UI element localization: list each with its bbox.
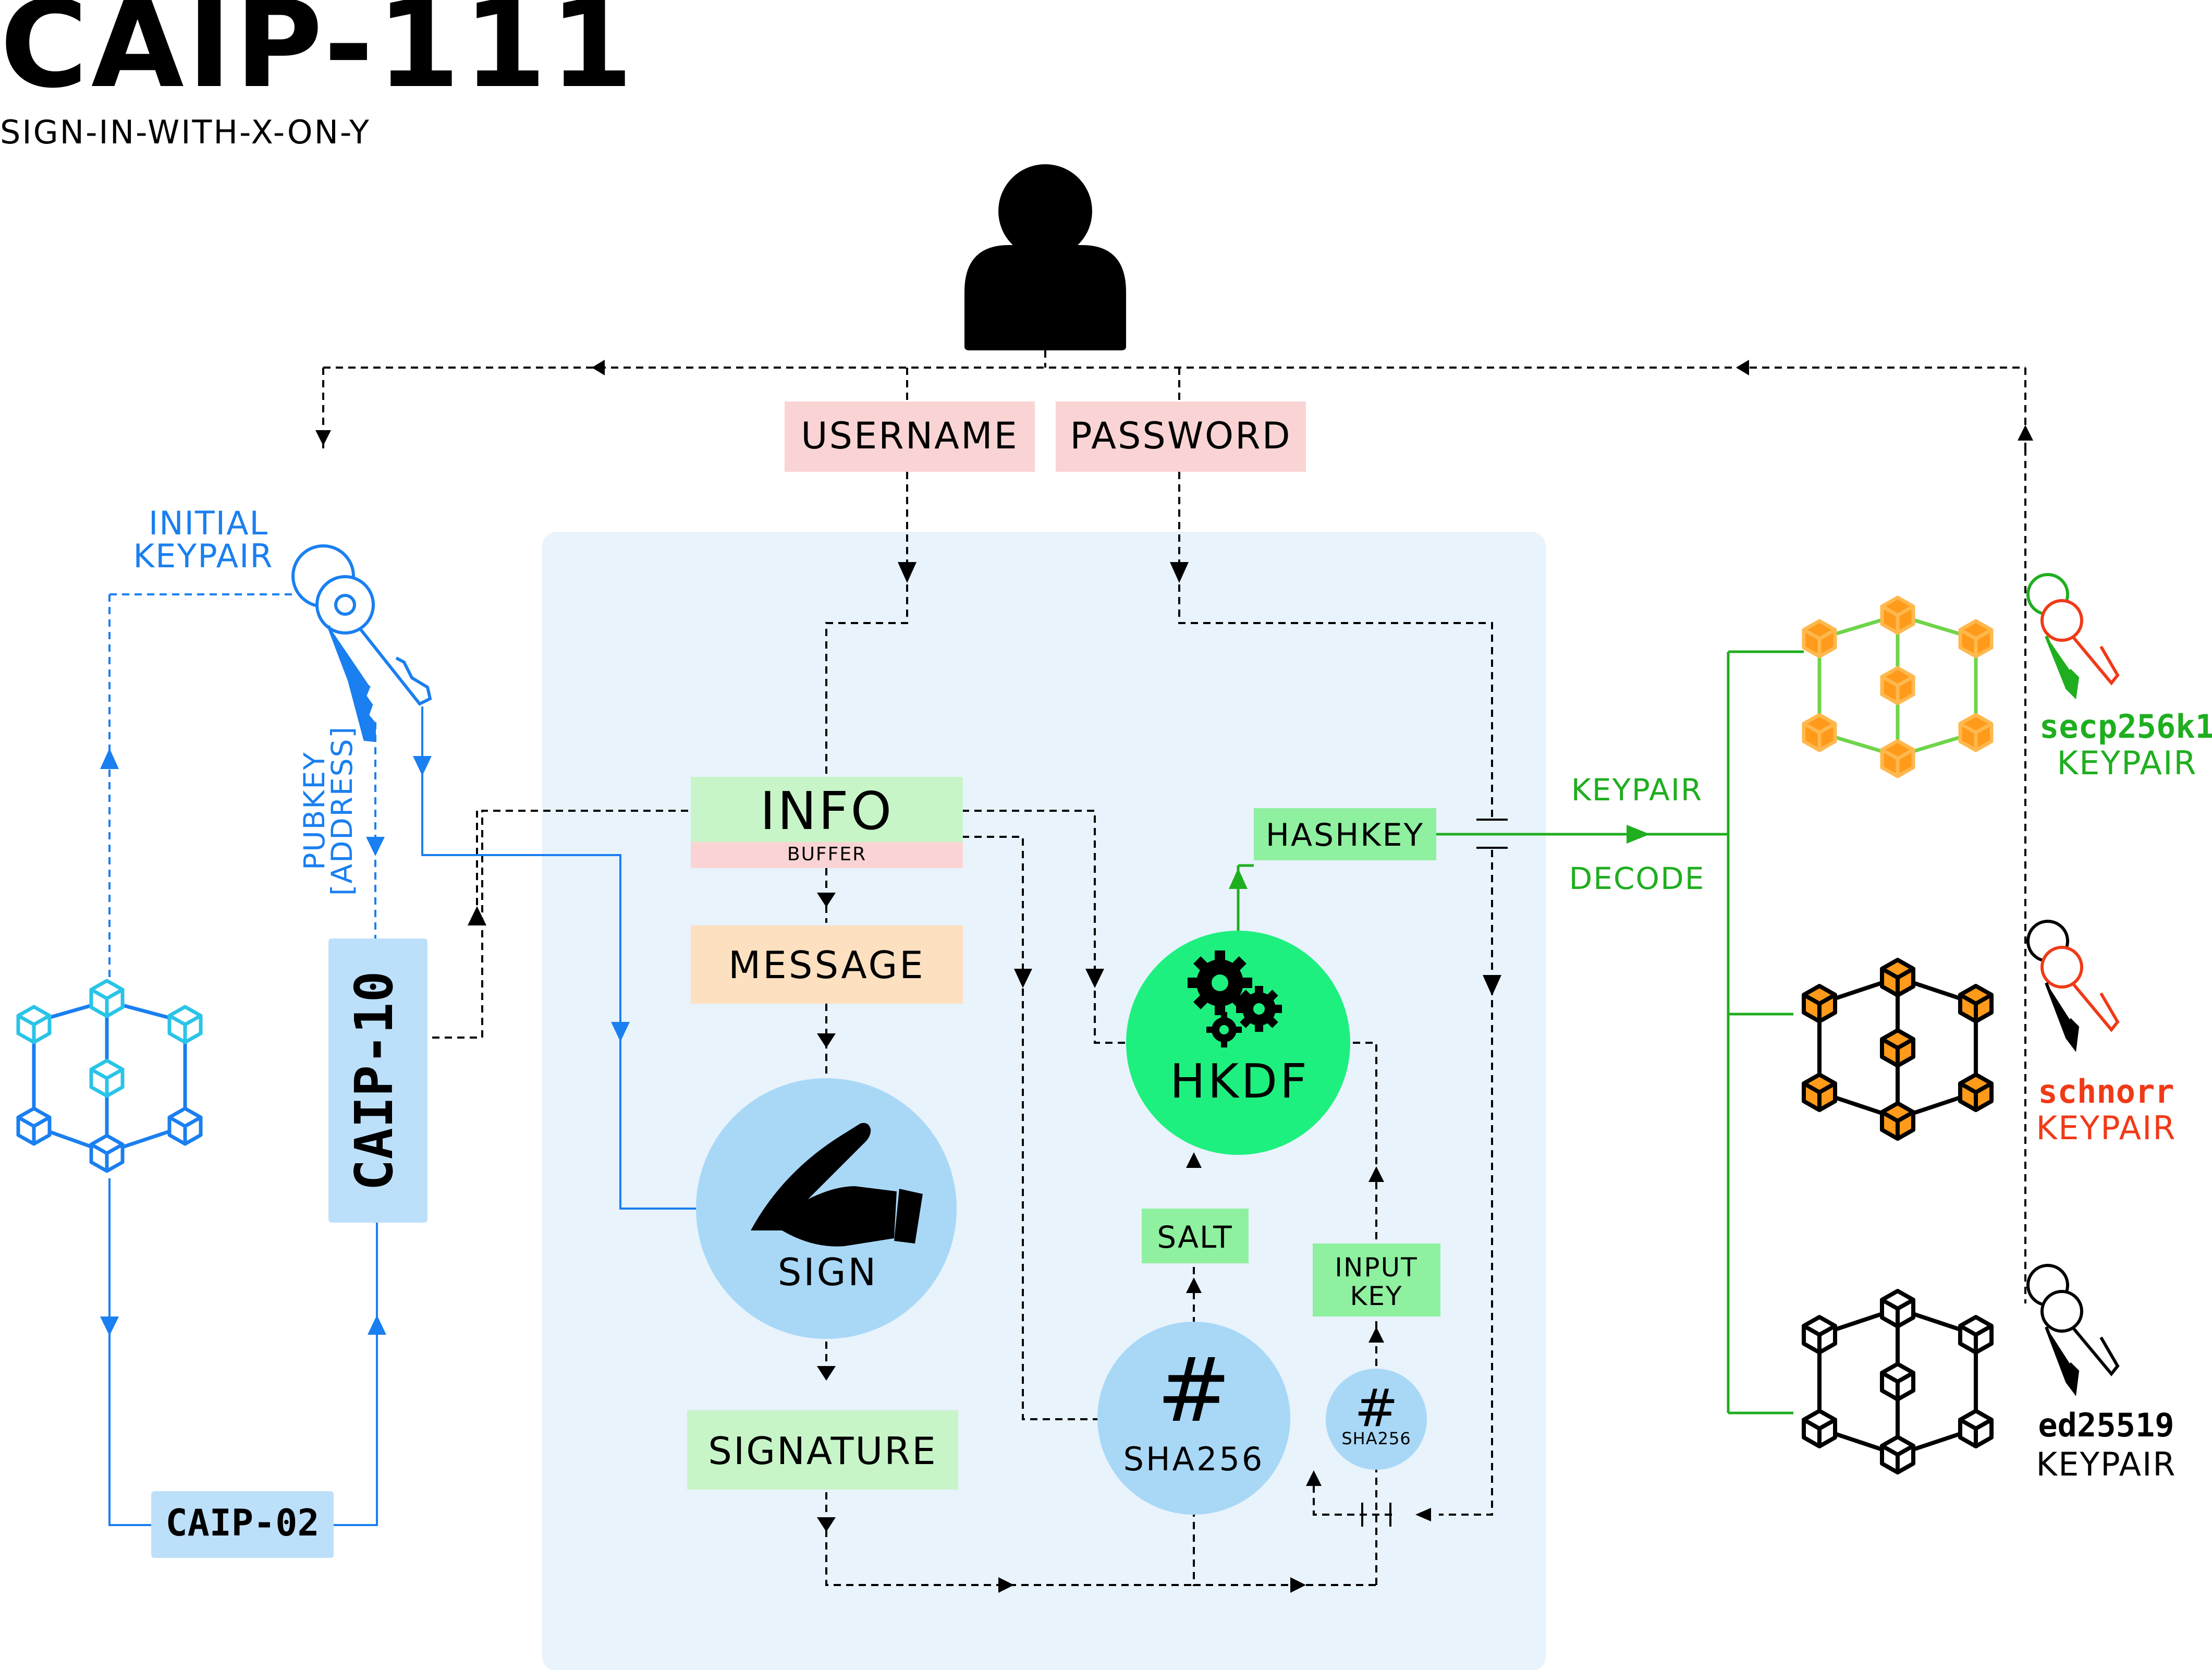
gap-symbols <box>1361 819 1508 1527</box>
green-connectors <box>1237 650 1804 1415</box>
caip02-label: CAIP-02 <box>165 1502 319 1544</box>
caip10-label: CAIP-10 <box>344 971 405 1190</box>
secp-label-2: KEYPAIR <box>2057 744 2197 782</box>
pen-hand-icon <box>751 1123 923 1247</box>
hashkey-label: HASHKEY <box>1266 817 1424 854</box>
input-key-label-2: KEY <box>1350 1281 1403 1311</box>
secp-label-1: secp256k1 <box>2039 708 2212 746</box>
pubkey-label-2: [ADDRESS] <box>325 726 359 896</box>
blockchain-icon-secp <box>1804 598 1991 776</box>
sha256-small-node: # SHA256 <box>1326 1369 1427 1470</box>
blockchain-icon-cyan <box>18 981 201 1171</box>
message-label: MESSAGE <box>728 943 925 987</box>
info-box: INFO BUFFER <box>691 777 963 868</box>
sha256-large-label: SHA256 <box>1123 1440 1265 1478</box>
page-title: CAIP-111 <box>0 0 636 115</box>
initial-keypair-label-2: KEYPAIR <box>133 537 274 575</box>
ed25519-label-2: KEYPAIR <box>2036 1445 2177 1483</box>
info-label: INFO <box>760 781 894 842</box>
user-icon <box>964 164 1126 350</box>
message-box: MESSAGE <box>691 925 963 1004</box>
initial-key-icon <box>291 544 432 742</box>
gears-icon <box>1188 950 1282 1047</box>
process-panel <box>542 532 1546 1670</box>
secp-key-icon <box>2026 573 2120 700</box>
input-key-box: INPUT KEY <box>1313 1244 1440 1317</box>
pubkey-label-1: PUBKEY <box>298 751 331 870</box>
sha256-small-hash-icon: # <box>1354 1378 1398 1439</box>
salt-label: SALT <box>1157 1220 1232 1255</box>
sha256-large-node: # SHA256 <box>1097 1322 1290 1515</box>
blockchain-icon-schnorr <box>1804 960 1991 1139</box>
password-label: PASSWORD <box>1070 415 1291 457</box>
initial-keypair-label-1: INITIAL <box>149 504 268 542</box>
sign-node: SIGN <box>696 1078 957 1339</box>
blue-connectors <box>108 593 699 1526</box>
hkdf-label: HKDF <box>1170 1054 1310 1109</box>
page-subtitle: SIGN-IN-WITH-X-ON-Y <box>0 113 371 151</box>
buffer-label: BUFFER <box>787 844 866 865</box>
green-arrowheads <box>1229 825 1650 889</box>
schnorr-label-2: KEYPAIR <box>2036 1109 2177 1147</box>
arrowheads <box>315 360 2033 1593</box>
blockchain-icon-ed25519 <box>1804 1291 1991 1472</box>
signature-box: SIGNATURE <box>687 1410 958 1490</box>
caip02-box[interactable]: CAIP-02 <box>151 1491 334 1558</box>
ed25519-label-1: ed25519 <box>2038 1406 2174 1444</box>
hashkey-box: HASHKEY <box>1254 808 1436 860</box>
blue-arrowheads <box>100 748 630 1336</box>
sign-label: SIGN <box>778 1250 878 1294</box>
username-label: USERNAME <box>801 415 1018 457</box>
pubkey-label: PUBKEY [ADDRESS] <box>298 726 359 896</box>
password-box[interactable]: PASSWORD <box>1056 401 1306 472</box>
username-box[interactable]: USERNAME <box>785 401 1035 472</box>
decode-label: DECODE <box>1569 861 1705 896</box>
sha256-large-hash-icon: # <box>1157 1339 1231 1442</box>
hkdf-node: HKDF <box>1126 931 1350 1155</box>
schnorr-key-icon <box>2026 920 2120 1052</box>
ed25519-key-icon <box>2026 1264 2120 1396</box>
caip10-box[interactable]: CAIP-10 <box>328 938 427 1223</box>
schnorr-label-1: schnorr <box>2038 1072 2174 1111</box>
salt-box: SALT <box>1142 1209 1249 1263</box>
signature-label: SIGNATURE <box>708 1429 937 1473</box>
keypair-label: KEYPAIR <box>1571 772 1703 808</box>
input-key-label-1: INPUT <box>1335 1252 1417 1283</box>
sha256-small-label: SHA256 <box>1341 1429 1411 1448</box>
